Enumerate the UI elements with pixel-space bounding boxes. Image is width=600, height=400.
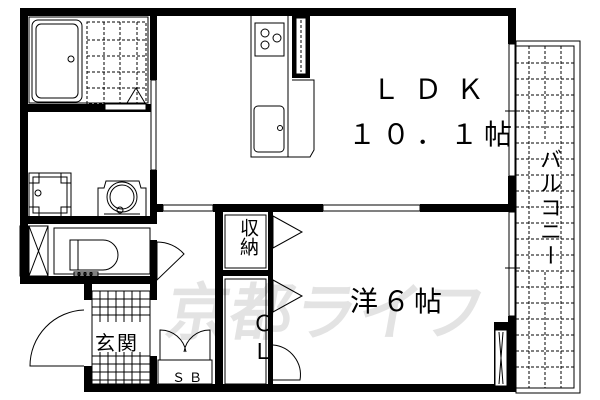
wall: [508, 8, 516, 44]
wall: [216, 8, 516, 16]
balcony-label: バルコニー: [536, 148, 561, 268]
wall: [84, 366, 92, 392]
bathroom: [28, 16, 149, 111]
entrance: [29, 241, 213, 385]
bathtub: [31, 19, 83, 103]
wall: [20, 216, 152, 224]
wall: [150, 240, 157, 300]
stove: [254, 22, 285, 57]
wall: [420, 204, 516, 212]
wall: [150, 170, 157, 224]
wall: [223, 270, 273, 276]
wall: [508, 316, 516, 392]
window-ldk-south: [162, 204, 214, 212]
shoe-box-label: ＳＢ: [172, 371, 207, 386]
storage-closet: [224, 214, 304, 385]
closet-label: ＣＬ: [248, 312, 273, 368]
sink: [253, 105, 285, 153]
wall: [157, 204, 163, 212]
kitchen: [250, 16, 315, 158]
front-door-swing: [29, 309, 85, 367]
wall: [20, 276, 155, 284]
wall: [20, 8, 216, 16]
washroom: [28, 172, 147, 218]
wall: [20, 112, 28, 284]
window-bath: [150, 79, 157, 171]
window-room-north: [322, 204, 421, 212]
wall: [150, 356, 157, 392]
wall: [213, 204, 323, 212]
wall: [20, 104, 152, 112]
wall: [20, 8, 28, 112]
ldk-size-label: １０．１帖: [348, 118, 519, 151]
wall: [150, 8, 157, 80]
wall: [508, 176, 516, 212]
wall: [84, 284, 92, 300]
window-ldk-balcony: [508, 43, 516, 177]
ldk-label: ＬＤＫ: [372, 73, 499, 106]
wall: [268, 212, 273, 392]
western-room-label: 洋６帖: [350, 285, 447, 318]
storage-label: 収納: [237, 218, 259, 256]
entrance-label: 玄関: [95, 331, 139, 355]
window-room-balcony: [508, 211, 516, 317]
toilet: [19, 225, 151, 277]
wall: [84, 384, 516, 392]
wall: [215, 212, 223, 392]
